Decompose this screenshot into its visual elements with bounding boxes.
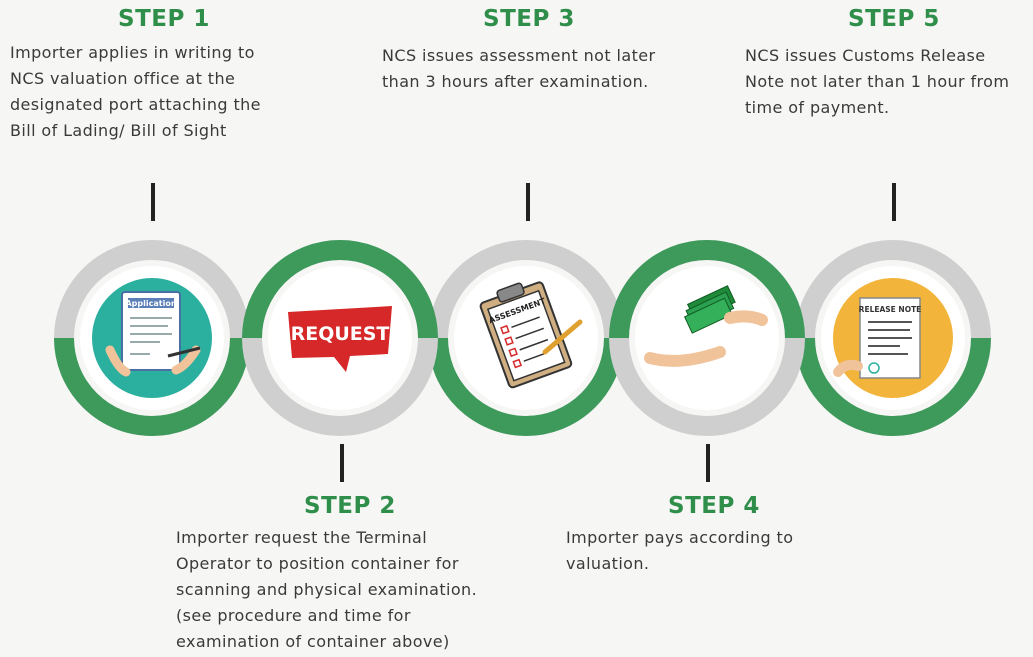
step-3-title: STEP 3 [483,6,575,32]
application-form-icon: Application [92,278,212,398]
release-note-label: RELEASE NOTE [859,305,922,314]
step-1-connector [151,183,155,221]
payment-hands-icon [644,285,768,367]
step-1-description: Importer applies in writing to NCS valua… [10,43,261,140]
application-form-label: Application [125,299,176,308]
step-5-title: STEP 5 [848,6,940,32]
request-banner-icon: REQUEST [288,306,392,372]
assessment-clipboard-icon: ASSESSMENT [479,281,583,389]
step-2-title: STEP 2 [304,493,396,519]
release-note-icon: RELEASE NOTE [833,278,953,398]
step-1-title: STEP 1 [118,6,210,32]
step-5-description: NCS issues Customs Release Note not late… [745,46,1010,117]
step-3-connector [526,183,530,221]
step-4-title: STEP 4 [668,493,760,519]
step-5-connector [892,183,896,221]
step-4-ring [609,240,805,436]
step-3-description: NCS issues assessment not later than 3 h… [382,46,656,91]
step-2-connector [340,444,344,482]
step-2-description: Importer request the Terminal Operator t… [176,528,478,651]
step-4-connector [706,444,710,482]
request-banner-label: REQUEST [291,323,390,345]
step-4-description: Importer pays according to valuation. [566,528,794,573]
